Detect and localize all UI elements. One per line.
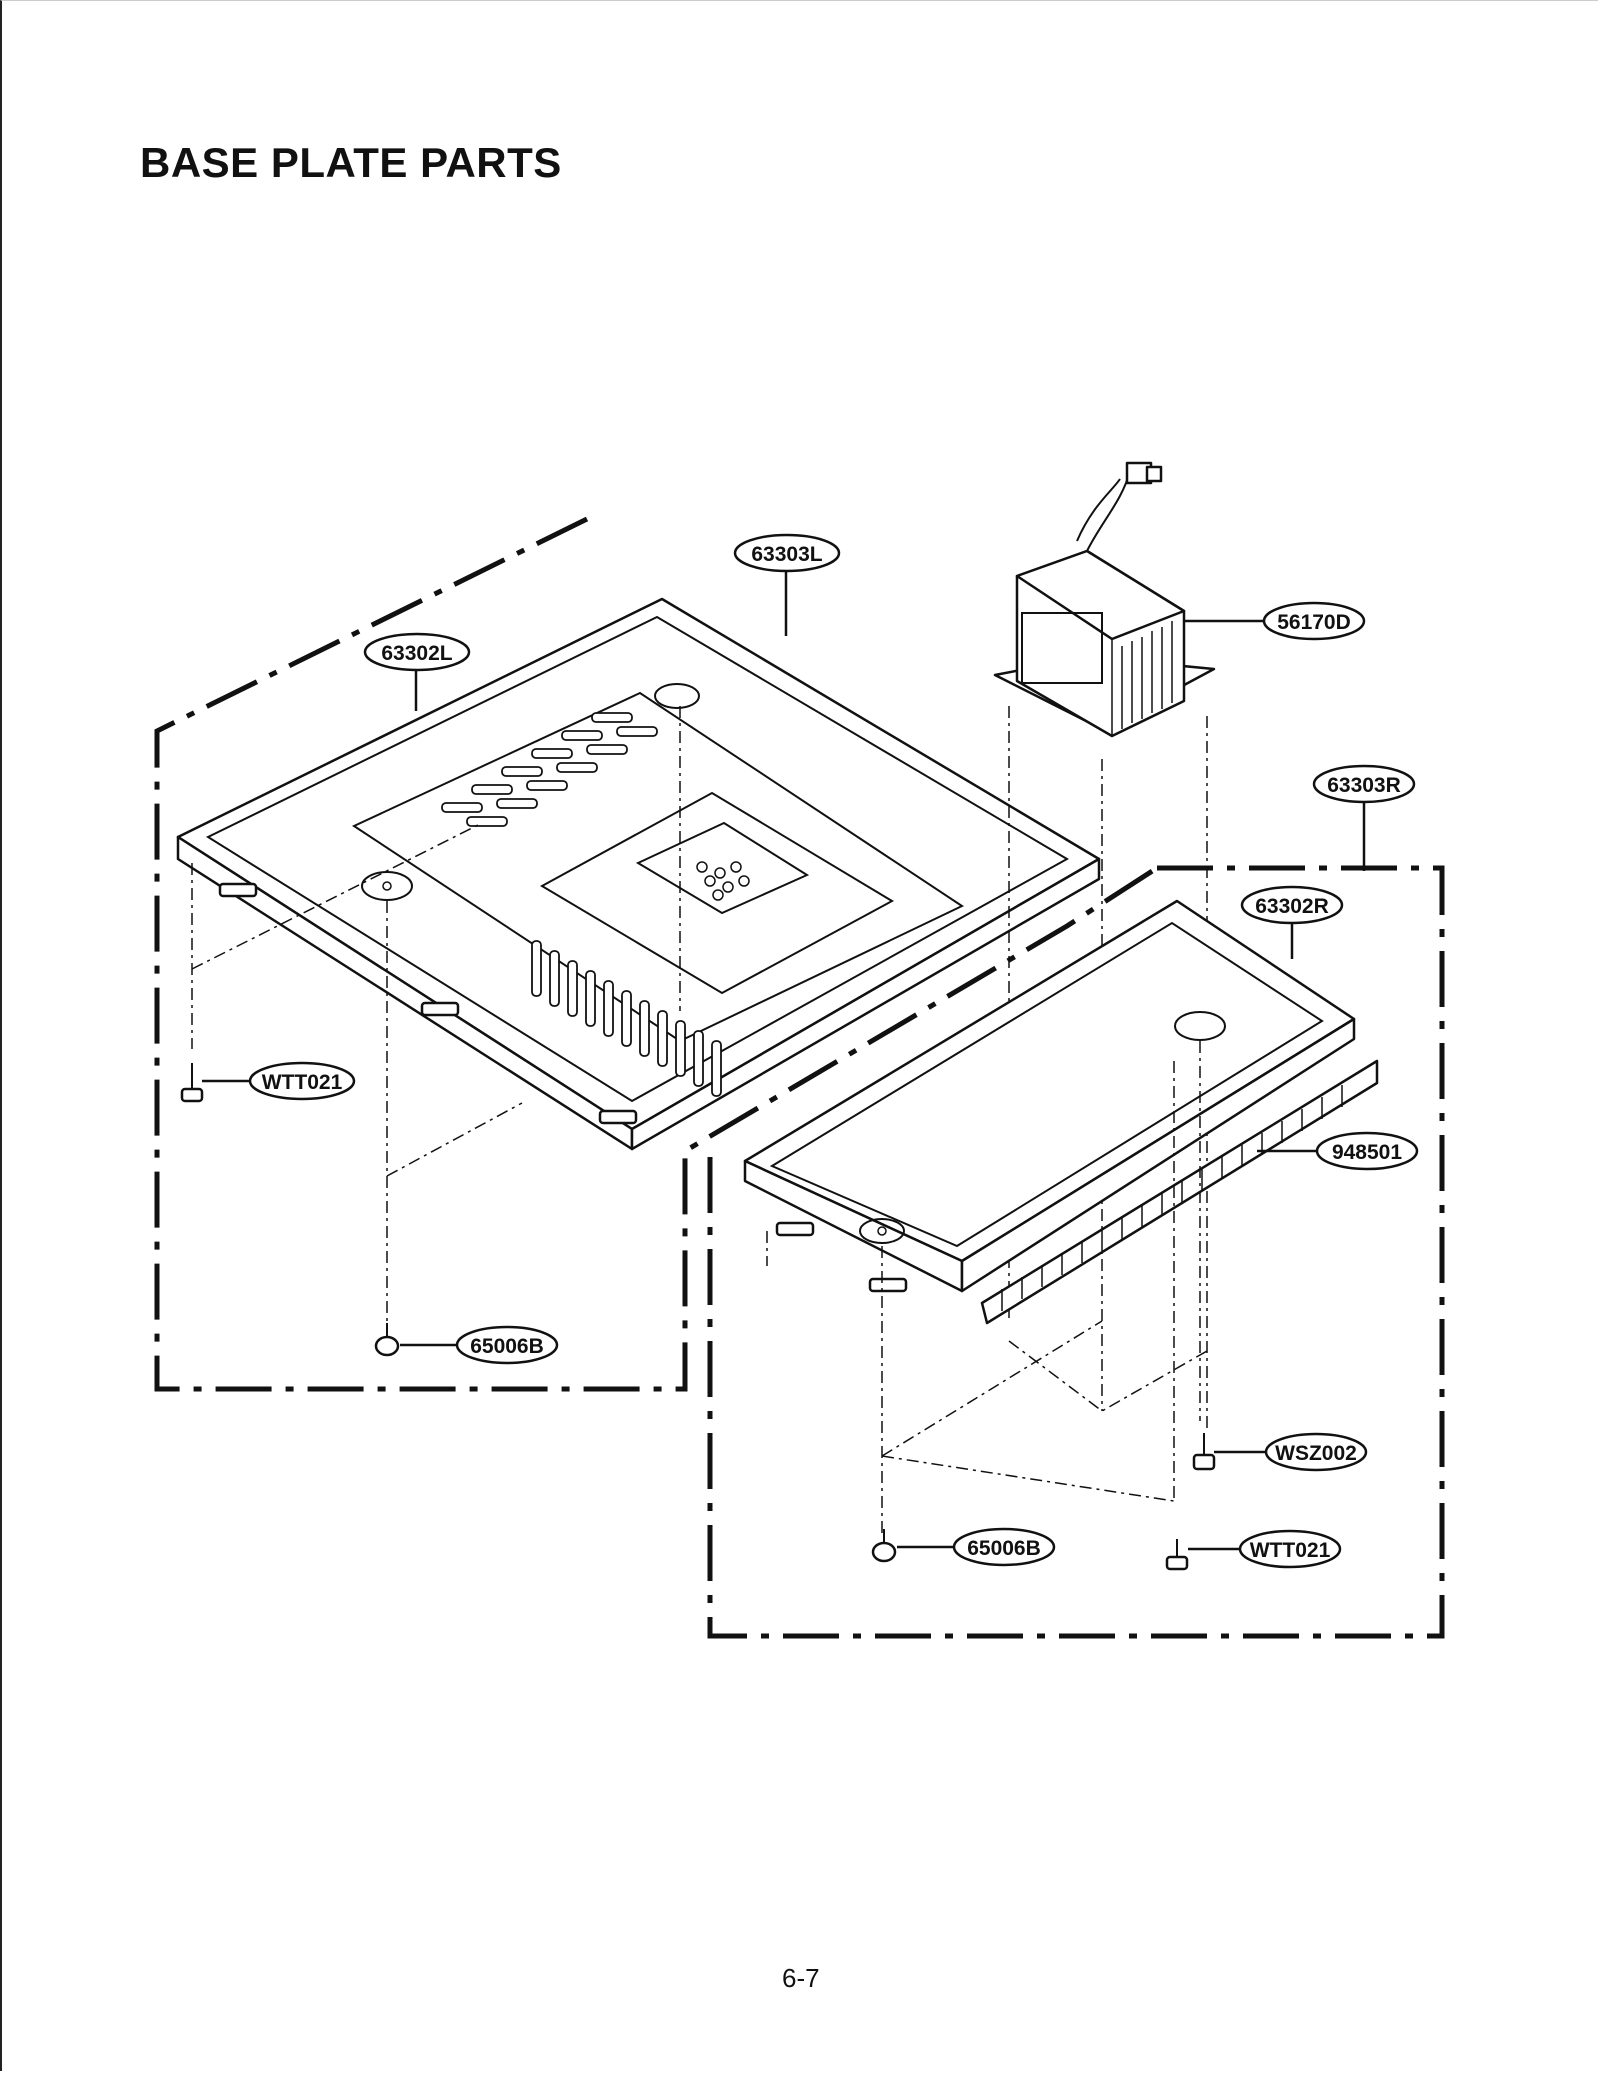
callout-56170D: 56170D (1262, 601, 1366, 641)
rail-strip (980, 1059, 1379, 1325)
right-assembly-boundary (707, 865, 1445, 1639)
svg-text:WTT021: WTT021 (262, 1071, 343, 1094)
svg-text:63302L: 63302L (381, 642, 452, 665)
svg-text:65006B: 65006B (967, 1537, 1041, 1560)
right-base-plate (743, 899, 1356, 1293)
callout-65006B-right: 65006B (952, 1527, 1056, 1567)
foot-65006b-right (871, 1529, 897, 1563)
svg-text:63303R: 63303R (1327, 774, 1401, 797)
svg-text:63302R: 63302R (1255, 895, 1329, 918)
foot-65006b-left (374, 1323, 400, 1357)
vent-grille-side (531, 940, 722, 1097)
callout-65006B-left: 65006B (455, 1325, 559, 1365)
transformer (993, 461, 1216, 738)
screw-wtt021-right (1165, 1539, 1189, 1571)
callout-63302L: 63302L (363, 632, 471, 672)
svg-text:WSZ002: WSZ002 (1275, 1442, 1357, 1465)
svg-text:948501: 948501 (1332, 1141, 1402, 1164)
page-title: BASE PLATE PARTS (140, 139, 562, 186)
svg-text:56170D: 56170D (1277, 611, 1351, 634)
page-number: 6-7 (782, 1963, 820, 1993)
svg-text:63303L: 63303L (751, 543, 822, 566)
screw-wsz002 (1192, 1433, 1216, 1471)
callout-WTT021-left: WTT021 (248, 1061, 356, 1101)
svg-text:WTT021: WTT021 (1250, 1539, 1331, 1562)
callout-WSZ002: WSZ002 (1264, 1432, 1368, 1472)
callout-63303R: 63303R (1312, 764, 1416, 804)
vent-slots-top (441, 712, 658, 827)
left-base-plate (176, 597, 1101, 1151)
left-assembly-boundary (154, 516, 1159, 1392)
callout-948501: 948501 (1315, 1131, 1419, 1171)
callout-63303L: 63303L (733, 533, 841, 573)
callout-63302R: 63302R (1240, 885, 1344, 925)
svg-text:65006B: 65006B (470, 1335, 544, 1358)
callout-WTT021-right: WTT021 (1238, 1529, 1342, 1569)
center-holes (696, 861, 750, 901)
screw-wtt021-left (180, 1063, 204, 1103)
